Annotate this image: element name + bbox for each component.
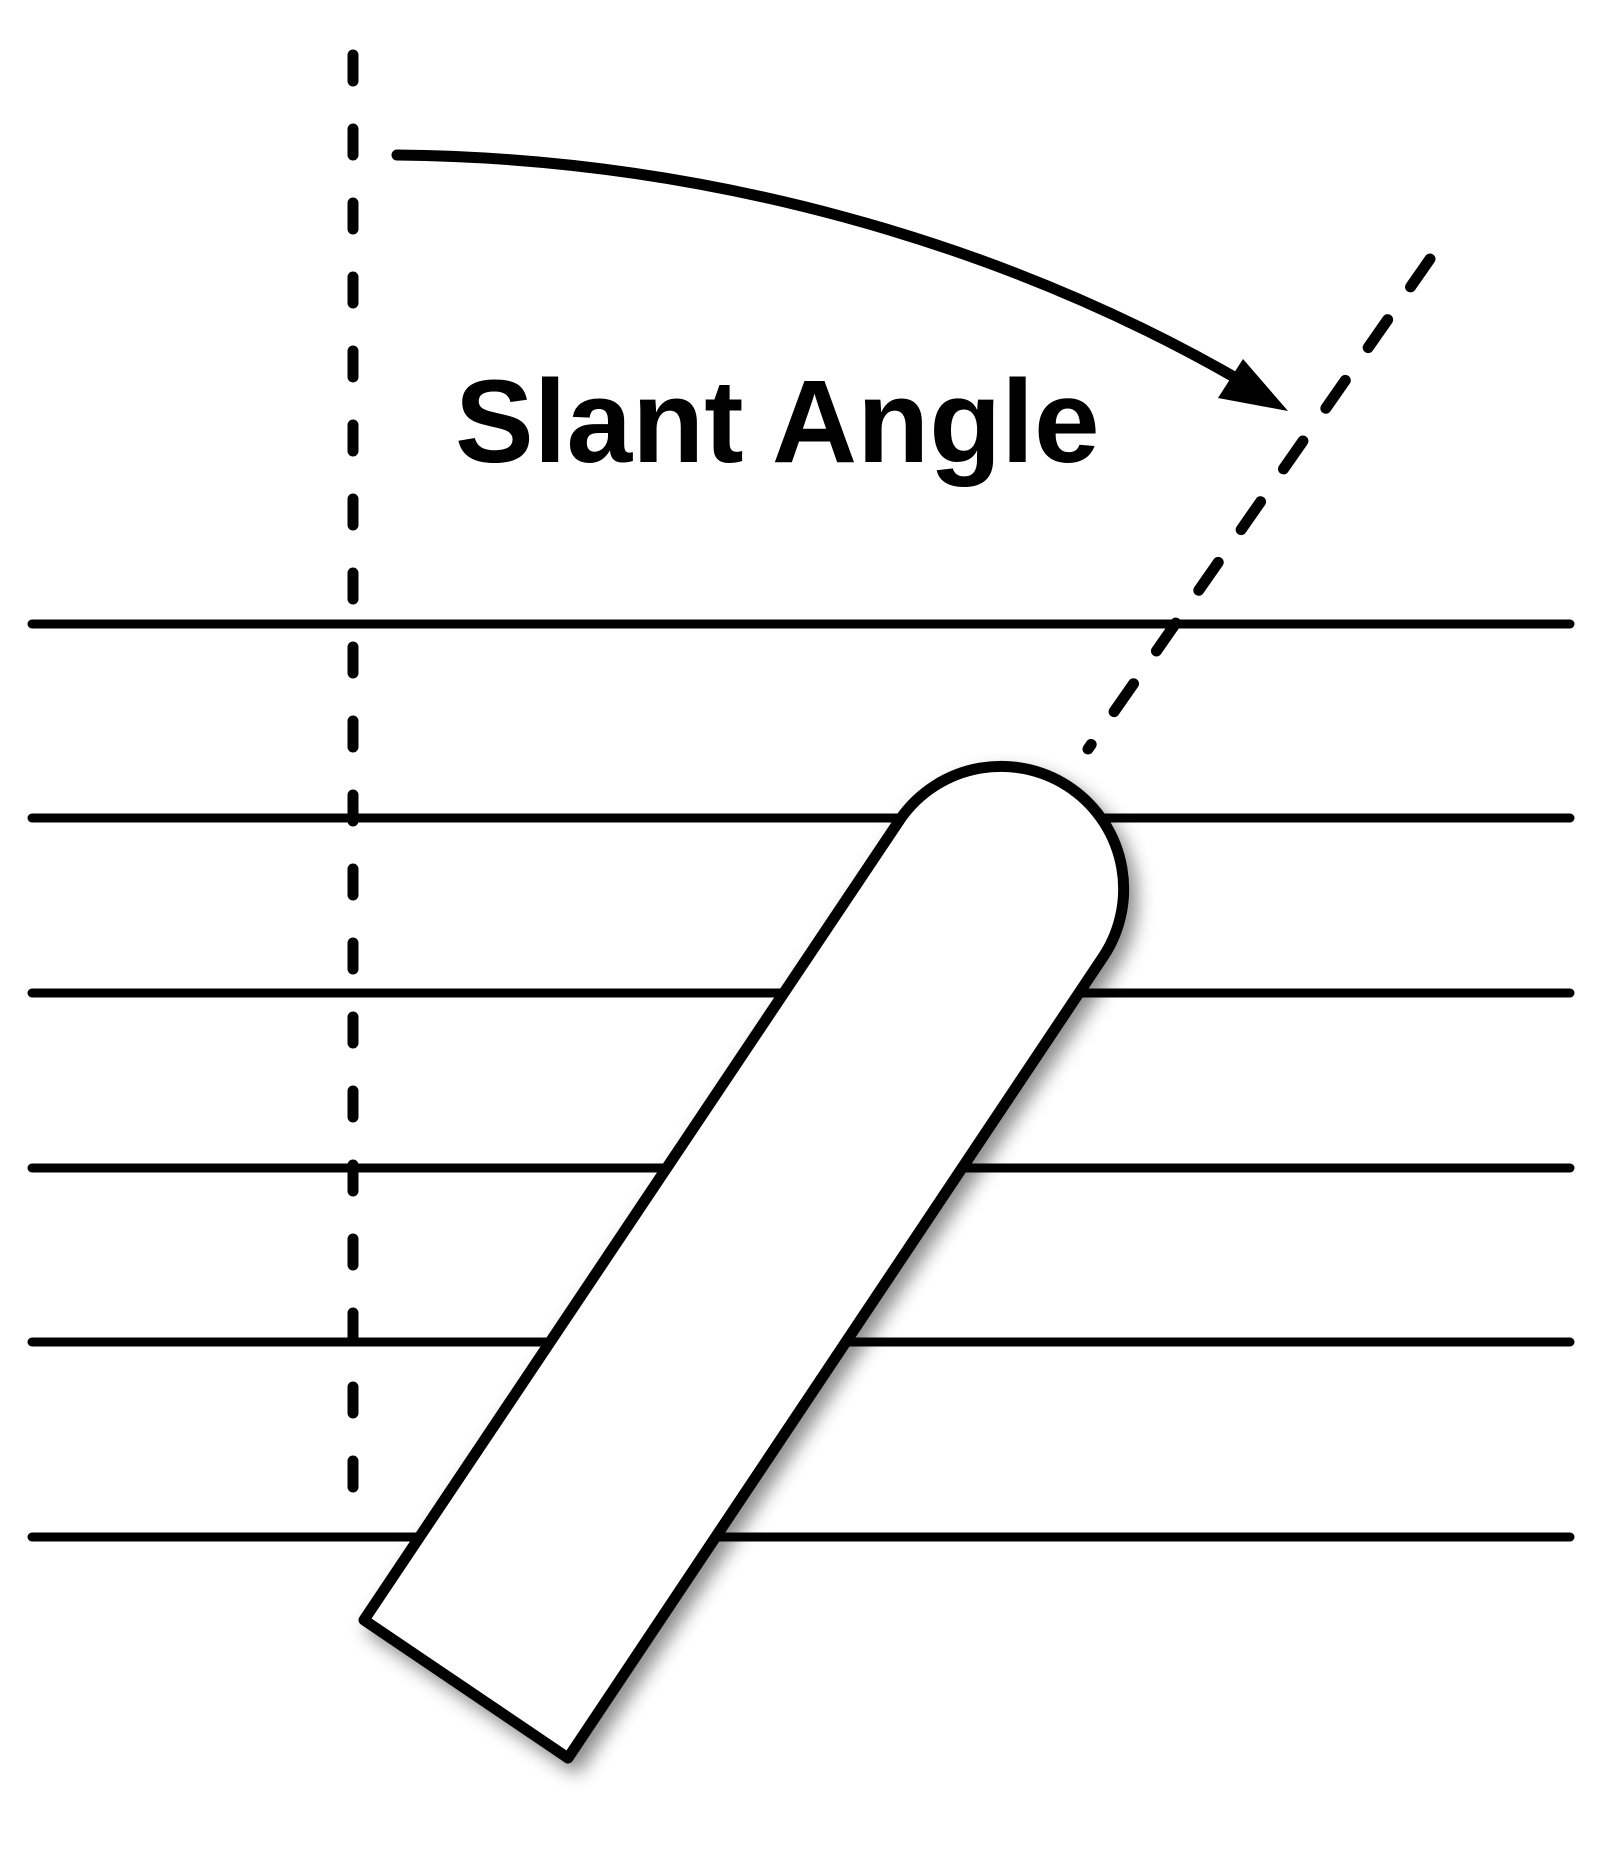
slant-axis-line xyxy=(1082,253,1436,755)
slanted-stroke-shape xyxy=(358,760,1130,1764)
angle-arc xyxy=(391,149,1254,391)
slant-angle-label: Slant Angle xyxy=(455,356,1100,488)
arrowhead-icon xyxy=(1218,359,1288,411)
